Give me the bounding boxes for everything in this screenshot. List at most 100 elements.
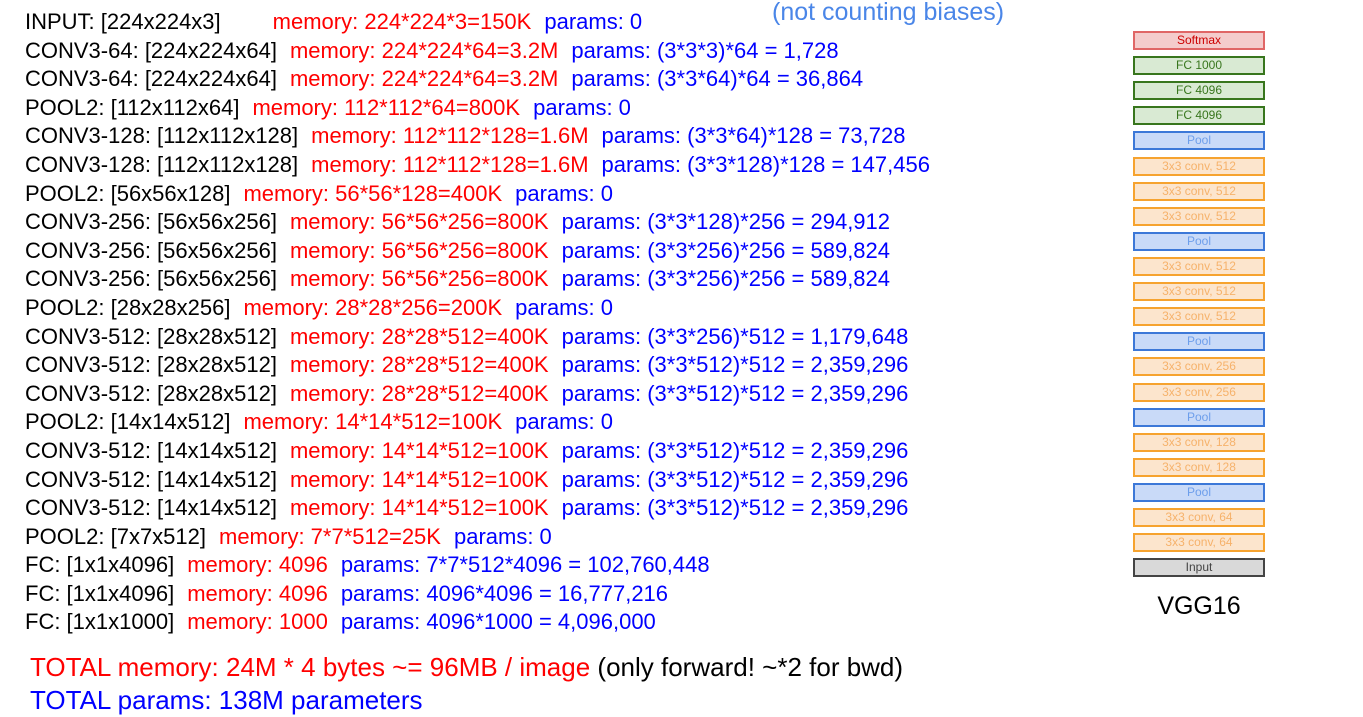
layer-memory: memory: 14*14*512=100K xyxy=(243,409,503,435)
layer-block-pool: Pool xyxy=(1133,332,1265,352)
layer-row: POOL2: [28x28x256] memory: 28*28*256=200K… xyxy=(25,294,930,323)
layer-params: params: (3*3*512)*512 = 2,359,296 xyxy=(561,380,909,406)
layer-params: params: (3*3*128)*256 = 294,912 xyxy=(561,209,891,235)
layer-block-fc: FC 1000 xyxy=(1133,56,1265,76)
layer-row: FC: [1x1x4096] memory: 4096 params: 7*7*51… xyxy=(25,551,930,580)
layer-row: POOL2: [14x14x512] memory: 14*14*512=100K… xyxy=(25,408,930,437)
layer-row: CONV3-512: [28x28x512]memory: 28*28*512=… xyxy=(25,323,930,352)
layer-row: CONV3-256: [56x56x256] memory: 56*56*256=… xyxy=(25,208,930,237)
layer-label: FC: [1x1x4096] xyxy=(25,580,175,606)
layer-row: CONV3-512: [28x28x512] memory: 28*28*512=… xyxy=(25,380,930,409)
layer-label: CONV3-256: [56x56x256] xyxy=(25,209,277,235)
layer-block-conv: 3x3 conv, 128 xyxy=(1133,432,1265,452)
layer-memory: memory: 112*112*64=800K xyxy=(252,94,521,120)
layer-memory: memory: 224*224*64=3.2M xyxy=(289,37,559,63)
layer-row: POOL2: [56x56x128] memory: 56*56*128=400K… xyxy=(25,180,930,209)
layer-block-conv: 3x3 conv, 64 xyxy=(1133,508,1265,528)
layer-label: CONV3-512: [28x28x512] xyxy=(25,352,277,378)
layer-params: params: 4096*4096 = 16,777,216 xyxy=(340,580,669,606)
layer-memory: memory: 14*14*512=100K xyxy=(289,495,549,521)
layer-memory: memory: 4096 xyxy=(187,580,328,606)
layer-row: CONV3-128: [112x112x128] memory: 112*112*… xyxy=(25,151,930,180)
layer-label: CONV3-512: [14x14x512] xyxy=(25,466,277,492)
layer-row: CONV3-64: [224x224x64]memory: 224*224*64… xyxy=(25,37,930,66)
layer-params: params: 0 xyxy=(533,94,631,120)
layer-row: CONV3-512: [14x14x512]memory: 14*14*512=… xyxy=(25,437,930,466)
layer-memory: memory: 28*28*512=400K xyxy=(289,352,549,378)
layer-memory: memory: 4096 xyxy=(187,552,328,578)
layer-label: POOL2: [112x112x64] xyxy=(25,94,240,120)
layer-row: CONV3-512: [14x14x512] memory: 14*14*512=… xyxy=(25,466,930,495)
layer-label: CONV3-512: [28x28x512] xyxy=(25,380,277,406)
layer-label: POOL2: [14x14x512] xyxy=(25,409,231,435)
layer-row: CONV3-64: [224x224x64]memory: 224*224*64… xyxy=(25,65,930,94)
layer-params: params: (3*3*256)*256 = 589,824 xyxy=(561,237,891,263)
layer-block-conv: 3x3 conv, 256 xyxy=(1133,382,1265,402)
layer-memory: memory: 56*56*256=800K xyxy=(289,237,549,263)
layer-memory: memory: 1000 xyxy=(187,609,328,635)
layer-memory: memory: 112*112*128=1.6M xyxy=(311,123,589,149)
layer-memory: memory: 14*14*512=100K xyxy=(289,437,549,463)
layer-block-fc: FC 4096 xyxy=(1133,106,1265,126)
layer-label: FC: [1x1x1000] xyxy=(25,609,175,635)
layer-table: INPUT: [224x224x3]memory: 224*224*3=150K… xyxy=(25,8,930,637)
layer-params: params: (3*3*512)*512 = 2,359,296 xyxy=(561,437,909,463)
layer-row: FC: [1x1x1000] memory: 1000 params: 4096*1… xyxy=(25,608,930,637)
layer-memory: memory: 112*112*128=1.6M xyxy=(311,151,589,177)
layer-block-conv: 3x3 conv, 512 xyxy=(1133,282,1265,302)
layer-params: params: (3*3*512)*512 = 2,359,296 xyxy=(561,495,909,521)
architecture-title: VGG16 xyxy=(1157,592,1241,620)
layer-row: CONV3-512: [28x28x512] memory: 28*28*512=… xyxy=(25,351,930,380)
layer-block-conv: 3x3 conv, 512 xyxy=(1133,307,1265,327)
layer-block-pool: Pool xyxy=(1133,231,1265,251)
layer-memory: memory: 56*56*128=400K xyxy=(243,180,503,206)
layer-row: CONV3-256: [56x56x256] memory: 56*56*256=… xyxy=(25,237,930,266)
layer-block-input: Input xyxy=(1133,558,1265,578)
layer-block-conv: 3x3 conv, 512 xyxy=(1133,156,1265,176)
layer-params: params: (3*3*64)*128 = 73,728 xyxy=(601,123,906,149)
layer-params: params: (3*3*256)*256 = 589,824 xyxy=(561,266,891,292)
layer-block-conv: 3x3 conv, 128 xyxy=(1133,457,1265,477)
layer-params: params: 4096*1000 = 4,096,000 xyxy=(340,609,656,635)
layer-label: INPUT: [224x224x3] xyxy=(25,9,221,34)
layer-memory: memory: 56*56*256=800K xyxy=(289,209,549,235)
layer-block-softmax: Softmax xyxy=(1133,31,1265,50)
layer-label: CONV3-512: [14x14x512] xyxy=(25,495,277,521)
layer-label: CONV3-256: [56x56x256] xyxy=(25,237,277,263)
layer-params: params: 0 xyxy=(544,9,643,34)
layer-label: CONV3-256: [56x56x256] xyxy=(25,266,277,292)
layer-block-conv: 3x3 conv, 512 xyxy=(1133,256,1265,276)
layer-params: params: (3*3*3)*64 = 1,728 xyxy=(571,37,839,63)
layer-params: params: 0 xyxy=(515,180,613,206)
layer-block-conv: 3x3 conv, 512 xyxy=(1133,206,1265,226)
layer-memory: memory: 56*56*256=800K xyxy=(289,266,549,292)
layer-label: POOL2: [28x28x256] xyxy=(25,294,231,320)
layer-memory: memory: 28*28*512=400K xyxy=(289,380,549,406)
biases-note: (not counting biases) xyxy=(772,0,1005,26)
layer-params: params: 0 xyxy=(453,523,552,549)
layer-params: params: (3*3*256)*512 = 1,179,648 xyxy=(561,323,909,349)
layer-params: params: (3*3*64)*64 = 36,864 xyxy=(571,66,864,92)
layer-params: params: (3*3*512)*512 = 2,359,296 xyxy=(561,466,909,492)
layer-params: params: 7*7*512*4096 = 102,760,448 xyxy=(340,552,710,578)
layer-row: POOL2: [112x112x64] memory: 112*112*64=80… xyxy=(25,94,930,123)
total-memory: TOTAL memory: 24M * 4 bytes ~= 96MB / im… xyxy=(30,652,591,682)
layer-memory: memory: 14*14*512=100K xyxy=(289,466,549,492)
layer-row: CONV3-256: [56x56x256] memory: 56*56*256=… xyxy=(25,265,930,294)
totals: TOTAL memory: 24M * 4 bytes ~= 96MB / im… xyxy=(30,651,903,717)
total-memory-note: (only forward! ~*2 for bwd) xyxy=(597,652,904,682)
layer-block-pool: Pool xyxy=(1133,407,1265,427)
layer-params: params: 0 xyxy=(515,409,613,435)
layer-row: CONV3-512: [14x14x512] memory: 14*14*512=… xyxy=(25,494,930,523)
layer-label: FC: [1x1x4096] xyxy=(25,552,175,578)
layer-row: CONV3-128: [112x112x128]memory: 112*112*… xyxy=(25,122,930,151)
total-memory-line: TOTAL memory: 24M * 4 bytes ~= 96MB / im… xyxy=(30,651,903,684)
layer-memory: memory: 28*28*512=400K xyxy=(289,323,549,349)
layer-params: params: (3*3*512)*512 = 2,359,296 xyxy=(561,352,909,378)
layer-label: CONV3-128: [112x112x128] xyxy=(25,151,299,177)
layer-memory: memory: 28*28*256=200K xyxy=(243,294,503,320)
layer-block-conv: 3x3 conv, 512 xyxy=(1133,181,1265,201)
layer-label: POOL2: [56x56x128] xyxy=(25,180,231,206)
